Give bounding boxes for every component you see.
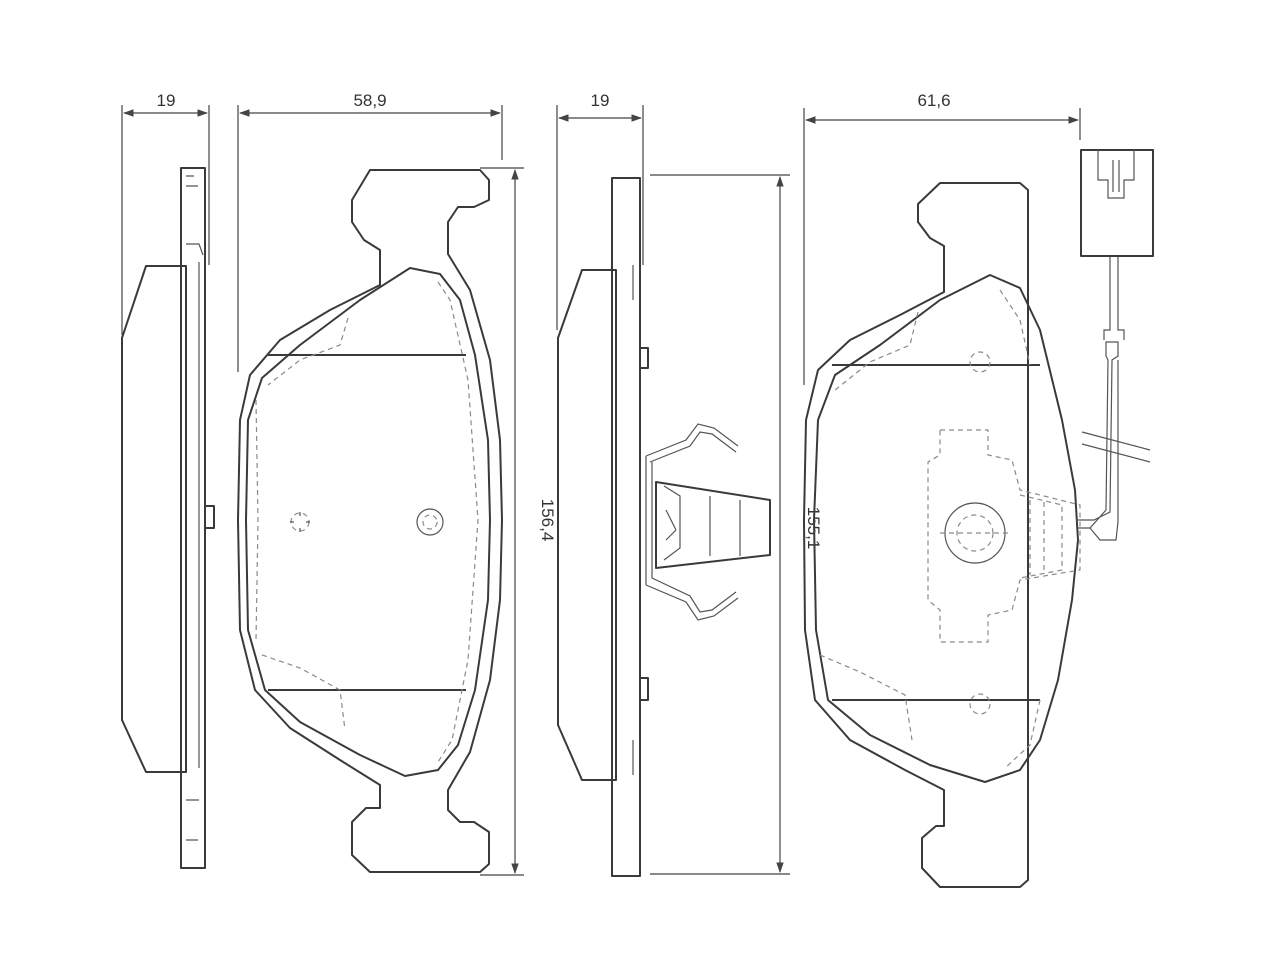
dimension-side-view-2-thickness: 19 <box>556 91 644 330</box>
pad-2-front-view <box>803 149 1154 888</box>
dimension-side-view-1-thickness: 19 <box>121 91 210 335</box>
sensor-connector-icon <box>1080 149 1154 257</box>
rivet-icon <box>290 512 310 532</box>
dimension-pad-1-width: 58,9 <box>237 91 503 372</box>
pad-1-front-view <box>237 169 503 873</box>
dimension-pad-2-height: 155,1 <box>650 174 823 875</box>
pad-1-width-label: 58,9 <box>353 91 386 110</box>
side-view-2-thickness-label: 19 <box>591 91 610 110</box>
pad-2-width-label: 61,6 <box>917 91 950 110</box>
side-view-1 <box>121 167 215 869</box>
dimension-pad-2-width: 61,6 <box>803 91 1081 385</box>
rivet-icon <box>416 508 444 536</box>
rivet-icon <box>969 693 991 715</box>
side-view-2 <box>557 177 771 877</box>
sensor-seat-icon <box>940 502 1012 564</box>
dimension-pad-1-height: 156,4 <box>480 167 557 876</box>
rivet-icon <box>969 351 991 373</box>
pad-1-height-label: 156,4 <box>538 499 557 542</box>
side-view-1-thickness-label: 19 <box>157 91 176 110</box>
